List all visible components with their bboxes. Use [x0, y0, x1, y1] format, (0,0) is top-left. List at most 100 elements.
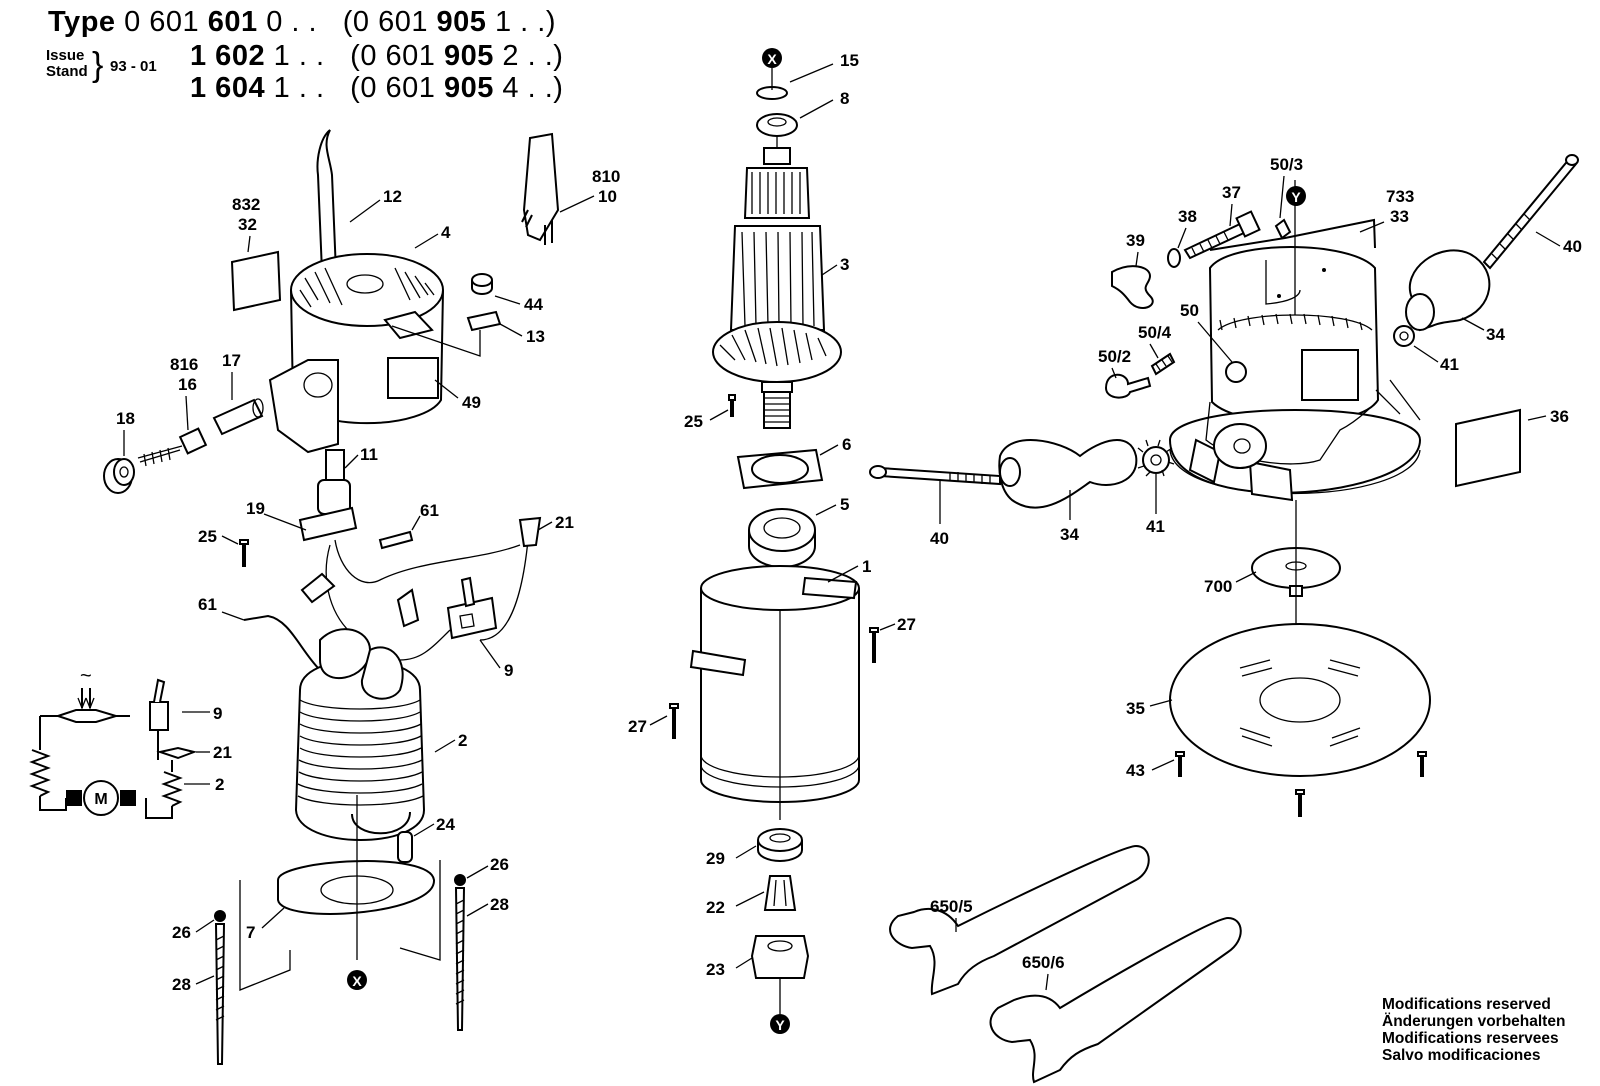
- insulation-7: [277, 860, 436, 915]
- label-33: 33: [1390, 207, 1409, 226]
- label-4: 4: [441, 223, 451, 242]
- issue-code: 93 - 01: [110, 58, 157, 75]
- wrench-650-6: [989, 916, 1242, 1084]
- motor-symbol: [83, 780, 119, 816]
- modifications-en: Modifications reserved: [1382, 996, 1551, 1013]
- cable-61-upper: [378, 530, 414, 550]
- label-17: 17: [222, 351, 241, 370]
- washer-26-right: [454, 874, 466, 886]
- brush-holder-17: [212, 398, 264, 436]
- left-assembly: X: [103, 129, 560, 1065]
- label-36: 36: [1550, 407, 1569, 426]
- label-38: 38: [1178, 207, 1197, 226]
- label-23: 23: [706, 960, 725, 979]
- type-row-2-paren-a: (0 601: [350, 40, 436, 72]
- type-row-1: Type 0 601 601 0 . . (0 601 905 1 . .): [48, 6, 556, 39]
- label-9-schematic: 9: [213, 704, 222, 723]
- label-15: 15: [840, 51, 859, 70]
- sub-base-35: [1169, 623, 1431, 777]
- label-28-right: 28: [490, 895, 509, 914]
- issue-brace: }: [92, 46, 104, 84]
- label-1: 1: [862, 557, 871, 576]
- brush-holder-mount: [268, 359, 339, 454]
- right-assembly: Y: [869, 154, 1579, 1084]
- marker-y-right: [1286, 186, 1306, 206]
- label-9-switch: 9: [504, 661, 513, 680]
- screw-50-3: [1274, 218, 1292, 240]
- screw-27-right: [869, 627, 879, 663]
- label-19: 19: [246, 499, 265, 518]
- label-2-schematic: 2: [215, 775, 224, 794]
- base-housing-33: [1168, 180, 1422, 502]
- washer-38: [1167, 248, 1181, 268]
- field-coil-2: [294, 628, 426, 841]
- issue-label: Issue: [46, 47, 85, 64]
- type-row-1-paren-b: 1 . .): [494, 6, 556, 38]
- center-assembly: X: [669, 48, 879, 1034]
- modifications-notice: Modifications reserved Änderungen vorbeh…: [1382, 996, 1565, 1064]
- right-labels: 50/3 37 38 39 733 33 40 50 50/4 50/2 34 …: [930, 155, 1582, 991]
- clamp-13: [466, 310, 502, 332]
- type-row-3: 1 604 1 . . (0 601 905 4 . .): [190, 72, 563, 105]
- toggle-switch-9: [446, 576, 498, 640]
- label-26-right: 26: [490, 855, 509, 874]
- wire-nut-21-middle: [396, 588, 420, 628]
- washer-26-left: [214, 910, 226, 922]
- spring-50-4: [1150, 352, 1176, 376]
- label-25-left: 25: [198, 527, 217, 546]
- type-row-2-bold: 1 602: [190, 40, 266, 72]
- label-12: 12: [383, 187, 402, 206]
- label-40-left: 40: [930, 529, 949, 548]
- type-row-1-paren-bold: 905: [436, 6, 487, 38]
- sleeve-24: [397, 831, 413, 863]
- knob-34-left: [998, 439, 1138, 509]
- label-plate-32: [230, 250, 282, 312]
- nut-44: [471, 273, 493, 287]
- label-24: 24: [436, 815, 455, 834]
- modifications-de: Änderungen vorbehalten: [1382, 1013, 1566, 1030]
- label-27-right: 27: [897, 615, 916, 634]
- label-7: 7: [246, 923, 255, 942]
- label-49: 49: [462, 393, 481, 412]
- label-700: 700: [1204, 577, 1232, 596]
- label-50: 50: [1180, 301, 1199, 320]
- label-34-right: 34: [1486, 325, 1505, 344]
- label-10: 10: [598, 187, 617, 206]
- label-650-6: 650/6: [1022, 953, 1065, 972]
- wiring-schematic: ~ M 9 21 2: [29, 665, 232, 819]
- schematic-connector-21: [156, 746, 198, 760]
- label-35: 35: [1126, 699, 1145, 718]
- marker-x-bottom: [347, 970, 367, 990]
- type-row-2: 1 602 1 . . (0 601 905 2 . .): [190, 40, 563, 73]
- label-39: 39: [1126, 231, 1145, 250]
- label-6: 6: [842, 435, 851, 454]
- type-row-3-paren-bold: 905: [443, 72, 494, 104]
- label-50-3: 50/3: [1270, 155, 1303, 174]
- label-44: 44: [524, 295, 543, 314]
- label-37: 37: [1222, 183, 1241, 202]
- marker-x-top: [762, 48, 782, 68]
- marker-x-top-text: X: [767, 51, 777, 67]
- label-29: 29: [706, 849, 725, 868]
- type-row-1-suffix: 0 . .: [266, 6, 318, 38]
- label-11: 11: [360, 445, 378, 464]
- center-labels: 15 8 3 25 6 5 1 27 27 29 22 23: [628, 51, 916, 979]
- housing-1: [689, 565, 860, 820]
- ac-symbol: ~: [80, 665, 92, 687]
- type-row-3-bold: 1 604: [190, 72, 266, 104]
- screw-43-c: [1417, 751, 1427, 777]
- label-28-left: 28: [172, 975, 191, 994]
- cord-sleeve-11: [317, 449, 351, 515]
- label-21-top: 21: [555, 513, 574, 532]
- screw-25-left: [239, 539, 249, 567]
- modifications-fr: Modifications reservees: [1382, 1030, 1559, 1047]
- marker-x-bottom-text: X: [352, 973, 362, 989]
- screw-27-left: [669, 703, 679, 739]
- label-41-left: 41: [1146, 517, 1165, 536]
- type-row-3-suffix: 1 . .: [273, 72, 325, 104]
- type-row-1-bold: 601: [207, 6, 258, 38]
- wire-nut-21-left: [300, 572, 336, 604]
- bearing-5: [748, 508, 816, 552]
- plug-10: [521, 132, 560, 245]
- stand-label: Stand: [46, 63, 88, 80]
